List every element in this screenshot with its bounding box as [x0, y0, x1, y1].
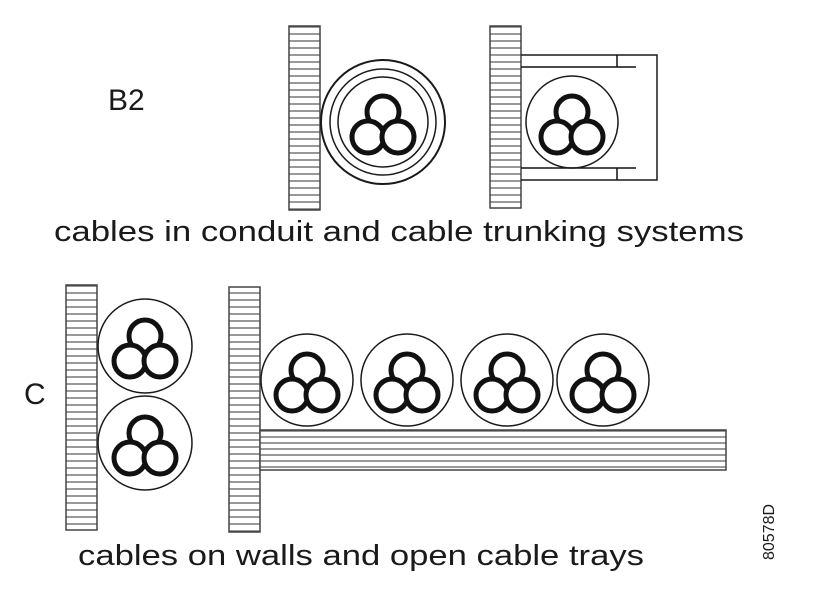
wall-mounted-cables	[65, 284, 193, 531]
conduit-inner	[329, 68, 437, 176]
cable-triplet	[376, 354, 438, 411]
cable-sheath	[460, 333, 554, 427]
cable-sheath	[97, 298, 193, 394]
section-c-label: C	[24, 378, 46, 411]
section-c: C cables on walls and open cable trays	[24, 284, 727, 572]
section-b2-label: B2	[108, 84, 145, 117]
section-b2: B2 cables in conduit and cable trunking …	[54, 25, 744, 248]
cable-triplet	[476, 354, 538, 411]
cable-sheath	[525, 75, 619, 169]
cable-sheath	[556, 333, 650, 427]
wall-c-left	[65, 284, 98, 531]
open-tray-cables	[228, 286, 727, 533]
cable-triplet	[352, 96, 414, 153]
cable-sheath	[260, 333, 354, 427]
wall-c-tray	[228, 286, 261, 533]
conduit-outer	[320, 59, 446, 185]
cable-triplet	[114, 417, 176, 474]
cable-sheath	[97, 395, 193, 491]
cable-sheath	[360, 333, 454, 427]
section-c-caption: cables on walls and open cable trays	[78, 540, 644, 572]
conduit-installation	[288, 25, 446, 211]
cable-triplet	[114, 320, 176, 377]
cable-triplet	[276, 354, 338, 411]
cable-tray	[259, 429, 727, 471]
cable-triplet	[572, 354, 634, 411]
cable-sheath	[337, 76, 429, 168]
cable-triplet	[541, 96, 603, 153]
wall-b2-conduit	[288, 25, 321, 211]
trunking-installation	[489, 25, 658, 209]
trunking-outline	[521, 54, 658, 181]
wall-b2-trunking	[489, 25, 522, 209]
figure-code: 80578D	[761, 504, 778, 560]
section-b2-caption: cables in conduit and cable trunking sys…	[54, 216, 744, 248]
